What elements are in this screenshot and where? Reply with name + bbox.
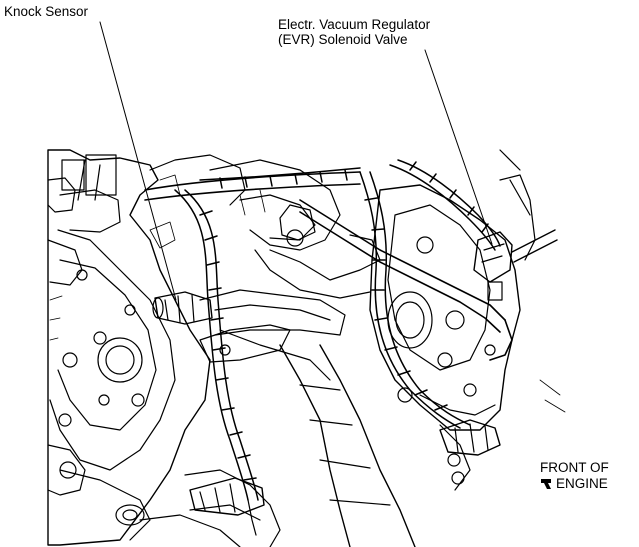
arrow-icon (541, 478, 551, 489)
vacuum-tube (144, 171, 513, 361)
right-cylinder-head (369, 149, 536, 491)
connectors (189, 419, 501, 536)
evr-solenoid-valve (473, 229, 558, 301)
evr-leader-line (424, 49, 493, 245)
knock-sensor-label: Knock Sensor (4, 4, 89, 19)
knock-sensor (152, 291, 291, 363)
evr-label-line1: Electr. Vacuum Regulator (278, 17, 431, 32)
left-cylinder-head (47, 149, 246, 546)
detail-lines (49, 174, 566, 413)
front-of-engine-label-text: ENGINE (556, 476, 608, 491)
front-of-engine-label-line2: ENGINE (540, 476, 608, 491)
intake-valley (139, 159, 416, 547)
wiring-harness (174, 159, 501, 501)
knock-sensor-leader-line (99, 21, 177, 301)
front-of-engine-label-line1: FRONT OF (540, 460, 609, 475)
evr-label-line2: (EVR) Solenoid Valve (278, 32, 408, 47)
